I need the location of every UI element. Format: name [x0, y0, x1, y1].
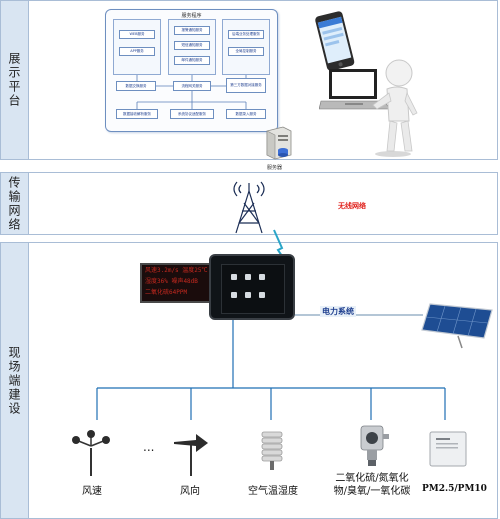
smartphone-icon [309, 9, 361, 75]
wind-vane-icon [170, 430, 212, 478]
display-platform-label: 展示平台 [6, 52, 23, 108]
server-icon [263, 125, 295, 161]
person-figure-icon [363, 57, 423, 157]
sensor-label-wind-speed: 风速 [72, 485, 112, 498]
sensor-bus-lines [0, 318, 500, 428]
pm-sensor-icon [428, 428, 468, 468]
ellipsis-text: ... [143, 440, 154, 454]
transmission-lane: 传输网络 [1, 173, 29, 234]
power-system-label: 电力系统 [320, 306, 356, 317]
sensor-label-pm: PM2.5/PM10 [422, 483, 486, 496]
sensor-label-gas: 二氧化硫/氮氧化物/臭氧/一氧化碳 [333, 472, 411, 498]
temp-humidity-sensor-icon [258, 428, 286, 472]
service-program-box: 服务程序 WEB服务 APP服务 报警通知服务 短信通知服务 邮件通知服务 后端… [105, 9, 278, 132]
data-terminal-device [209, 254, 295, 320]
wireless-network-label: 无线网络 [338, 201, 366, 211]
signal-tower-icon [226, 179, 272, 235]
service-program-connectors [106, 10, 277, 131]
sensor-label-air-temp-humidity: 空气温湿度 [238, 485, 308, 498]
transmission-panel: 传输网络 无线网络 [0, 172, 498, 235]
terminal-app-icons [225, 270, 281, 306]
display-platform-lane: 展示平台 [1, 1, 29, 159]
anemometer-icon [70, 430, 112, 478]
display-platform-panel: 展示平台 服务程序 WEB服务 APP服务 报警通知服务 短信通知服务 邮件通知… [0, 0, 498, 160]
gas-detector-icon [355, 422, 391, 468]
transmission-label: 传输网络 [6, 176, 23, 232]
sensor-label-wind-direction: 风向 [170, 485, 210, 498]
server-label: 服务器 [267, 164, 282, 171]
